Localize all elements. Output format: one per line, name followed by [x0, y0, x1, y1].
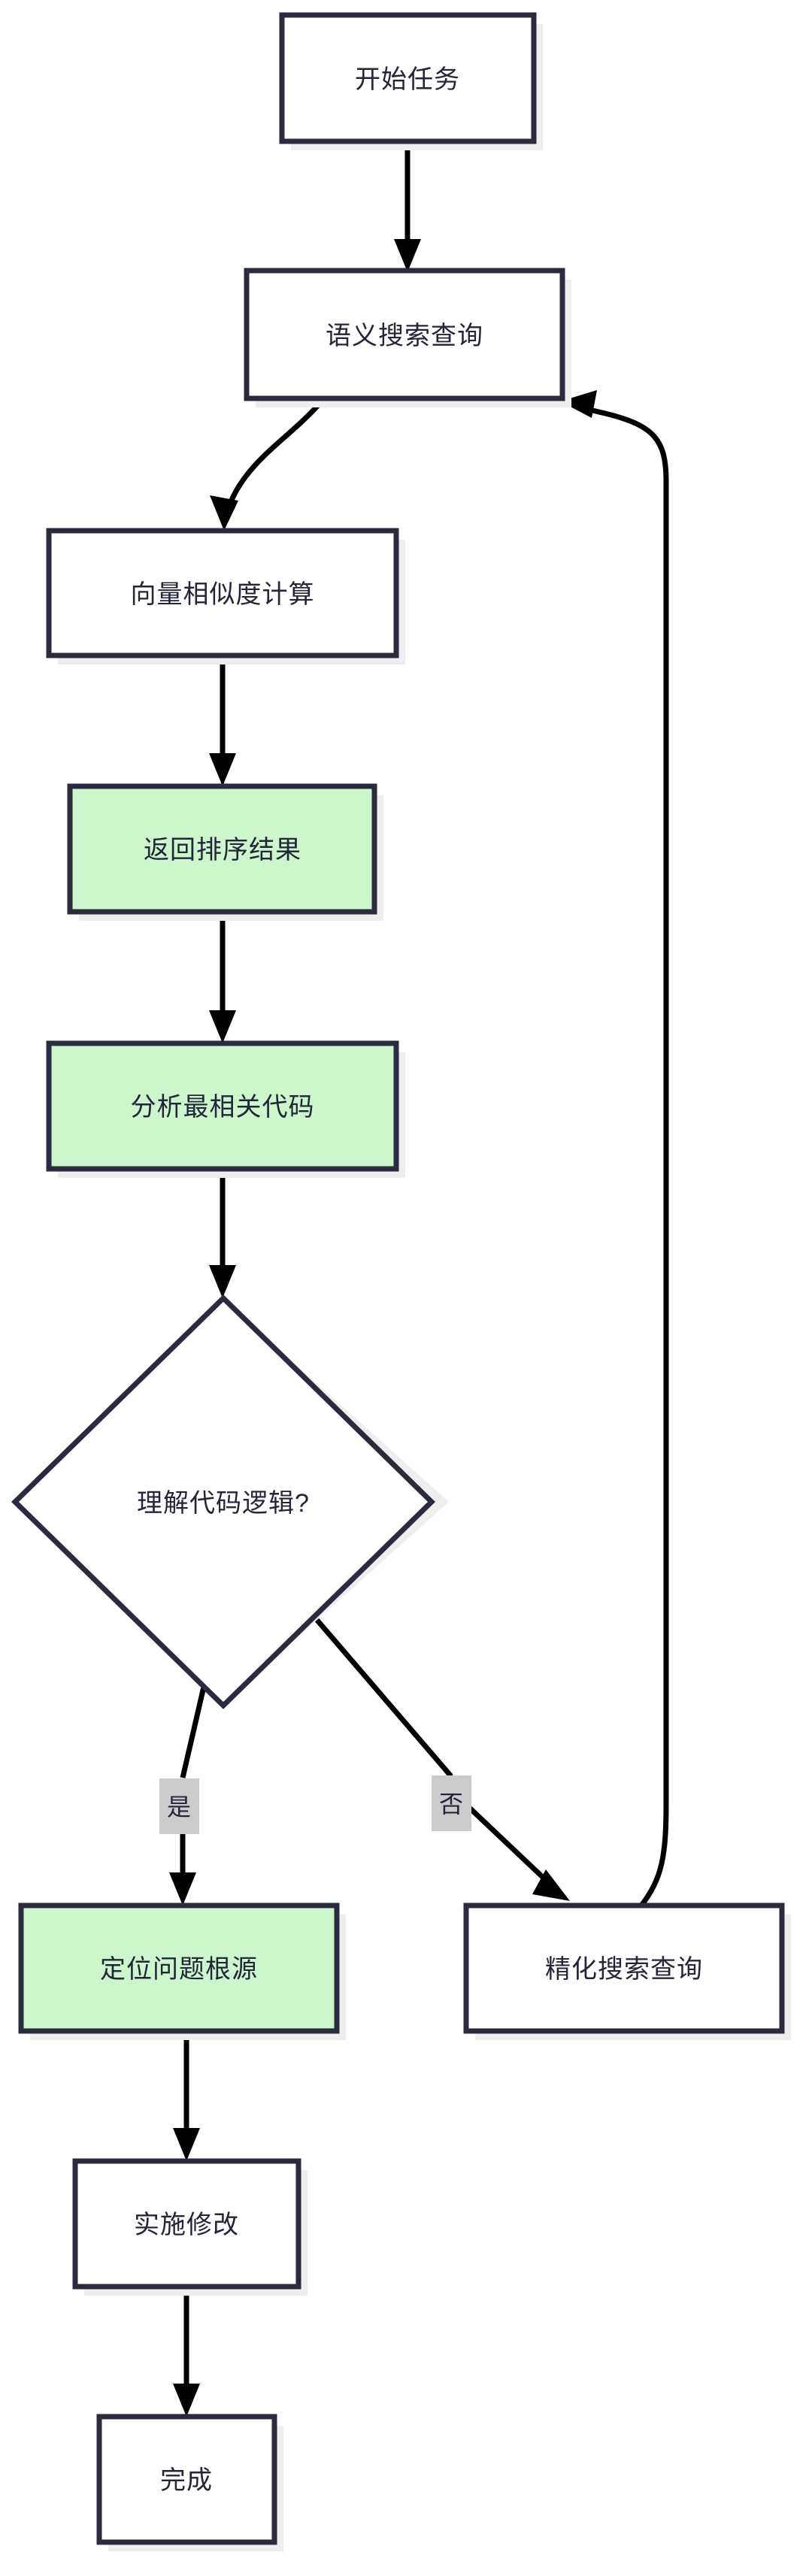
- node-modify-label: 实施修改: [134, 2211, 239, 2239]
- node-start-label: 开始任务: [355, 65, 460, 94]
- node-refine-label: 精化搜索查询: [545, 1955, 703, 1984]
- edge-search-to-vector: [210, 397, 326, 531]
- edge-label-yes-text: 是: [167, 1794, 191, 1821]
- node-analyze-label: 分析最相关代码: [131, 1093, 315, 1122]
- edge-vector-to-ranked: [209, 655, 236, 786]
- edge-ranked-to-analyze: [209, 912, 236, 1043]
- edge-label-yes: 是: [159, 1778, 199, 1834]
- edge-label-no-text: 否: [439, 1790, 463, 1818]
- node-search-label: 语义搜索查询: [326, 322, 483, 350]
- node-decision[interactable]: 理解代码逻辑?: [11, 1294, 449, 1709]
- edge-root-to-modify: [173, 2031, 200, 2161]
- edge-modify-to-done: [173, 2287, 200, 2417]
- node-done-label: 完成: [160, 2466, 213, 2495]
- edge-refine-to-search: [560, 390, 669, 1908]
- edge-start-to-search: [394, 141, 421, 272]
- node-decision-label: 理解代码逻辑?: [137, 1489, 310, 1518]
- node-ranked-label: 返回排序结果: [144, 836, 301, 864]
- edge-label-no: 否: [432, 1775, 471, 1831]
- node-root-label: 定位问题根源: [100, 1955, 258, 1984]
- node-modify[interactable]: 实施修改: [72, 2158, 308, 2296]
- node-search[interactable]: 语义搜索查询: [244, 268, 571, 407]
- node-refine[interactable]: 精化搜索查询: [463, 1902, 791, 2040]
- edge-decision-to-root: [169, 1686, 207, 1906]
- node-ranked[interactable]: 返回排序结果: [67, 783, 383, 921]
- node-layer: 开始任务 语义搜索查询 向量相似度计算 返回排序结果: [11, 12, 791, 2551]
- node-vector-label: 向量相似度计算: [131, 580, 315, 609]
- node-vector[interactable]: 向量相似度计算: [46, 528, 405, 664]
- node-start[interactable]: 开始任务: [279, 12, 543, 150]
- node-done[interactable]: 完成: [96, 2414, 283, 2551]
- edge-analyze-to-decision: [209, 1169, 236, 1298]
- node-analyze[interactable]: 分析最相关代码: [46, 1040, 405, 1178]
- edge-label-layer: 是 否: [159, 1775, 471, 1834]
- edge-decision-to-refine: [298, 1599, 570, 1901]
- edge-layer: [169, 141, 669, 2417]
- node-root[interactable]: 定位问题根源: [18, 1902, 346, 2040]
